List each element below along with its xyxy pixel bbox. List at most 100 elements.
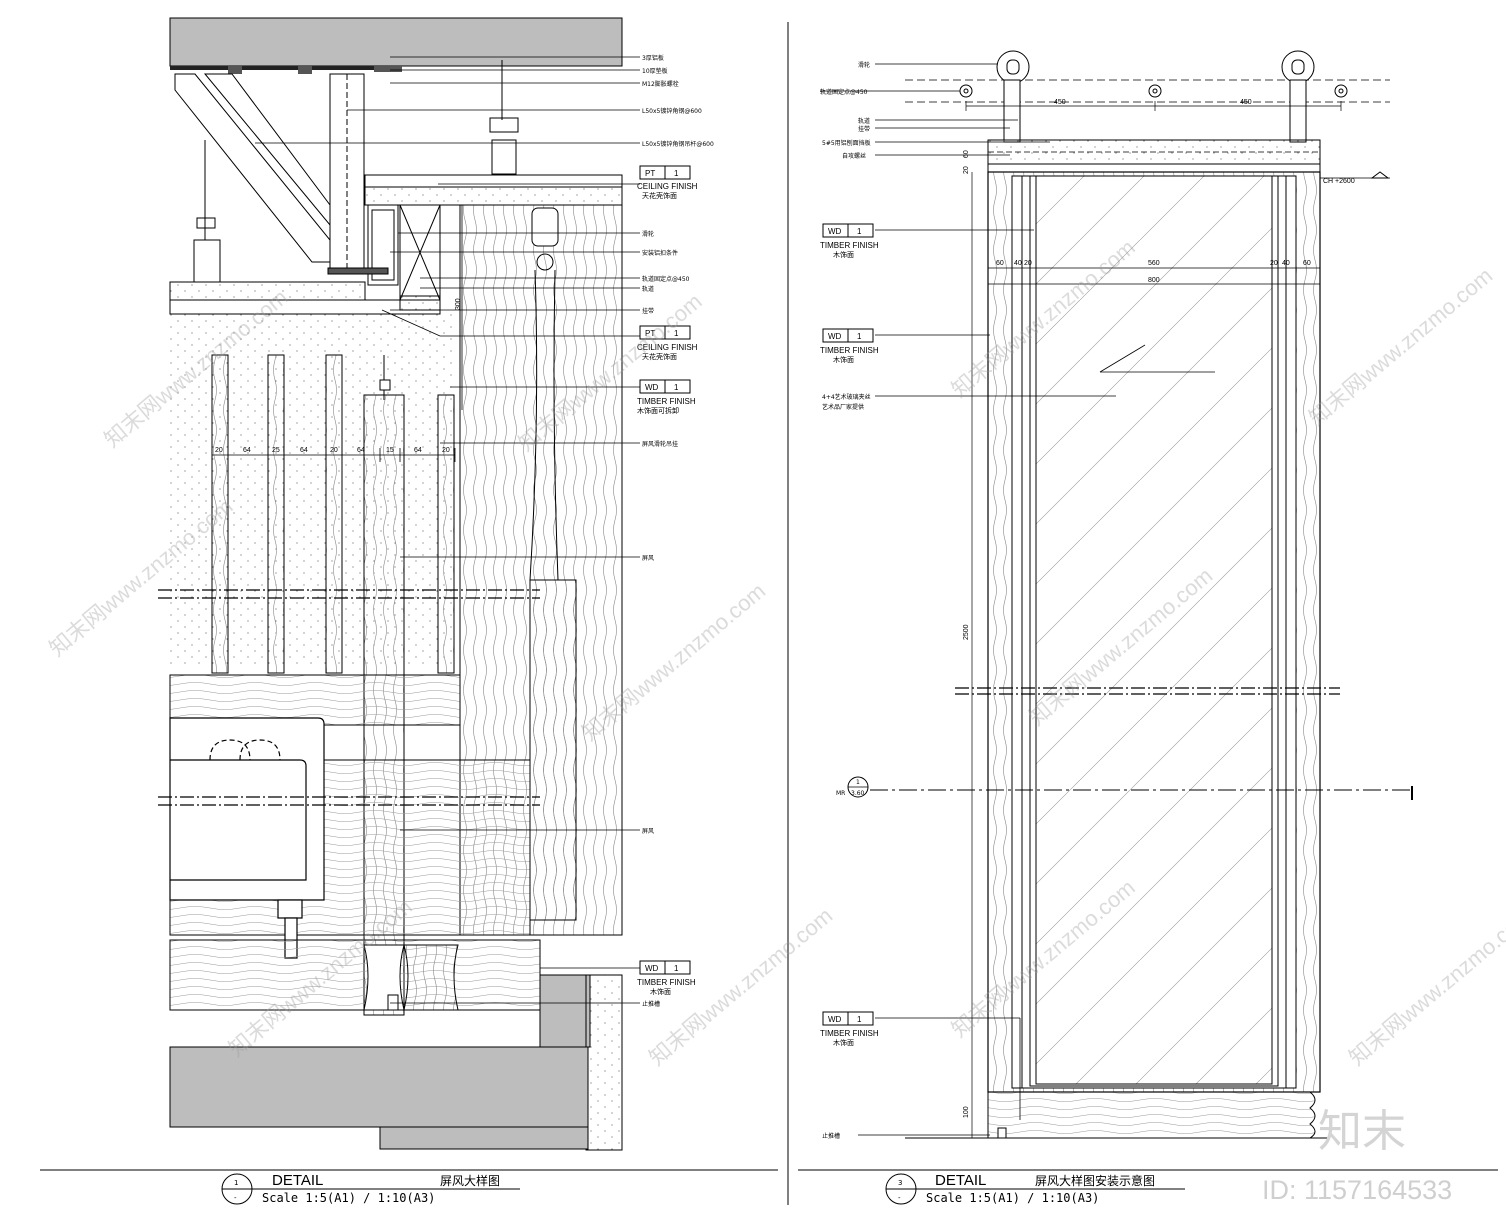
callout-text: 轨道固定点@450: [642, 275, 690, 283]
scale-text: Scale 1:5(A1) / 1:10(A3): [926, 1191, 1099, 1205]
svg-text:1: 1: [857, 227, 862, 236]
svg-text:1: 1: [674, 169, 679, 178]
callout-text: 屏风滑轮吊挂: [642, 440, 678, 448]
right-detail-drawing: 450 450 CH +2600: [820, 50, 1413, 1140]
detail-title: DETAIL: [272, 1172, 323, 1189]
detail-cn-title: 屏风大样图: [440, 1173, 500, 1188]
dim-label: 20: [442, 447, 450, 454]
svg-text:1: 1: [234, 1179, 238, 1187]
dim-overall: 800: [1148, 277, 1160, 284]
dim-label: 100: [963, 1106, 970, 1118]
svg-text:木饰面: 木饰面: [833, 355, 854, 364]
svg-text:-: -: [898, 1194, 901, 1202]
svg-text:PT: PT: [645, 329, 655, 338]
callout-text: 轨道固定点@450: [820, 88, 868, 96]
dim-label: 15: [386, 447, 394, 454]
dim-label: 450: [1054, 99, 1066, 106]
title-block-left: 1 - DETAIL 屏风大样图 Scale 1:5(A1) / 1:10(A3…: [221, 1172, 520, 1205]
dim-label: 20: [1270, 260, 1278, 267]
svg-text:1: 1: [857, 332, 862, 341]
dim-label: 64: [243, 447, 251, 454]
callout-text: 轨道: [858, 117, 870, 125]
callout-text: 止推槽: [822, 1132, 840, 1140]
svg-text:PT: PT: [645, 169, 655, 178]
svg-text:木饰面可拆卸: 木饰面可拆卸: [637, 406, 679, 415]
svg-text:1: 1: [674, 964, 679, 973]
callout-text: 止推槽: [642, 1000, 660, 1008]
svg-text:知末网www.znzmo.com: 知末网www.znzmo.com: [1304, 263, 1497, 431]
svg-text:TIMBER FINISH: TIMBER FINISH: [820, 1029, 879, 1038]
callout-text: 滑轮: [642, 230, 654, 238]
callout-text: 5#5用铝刨面挡板: [822, 139, 871, 147]
dim-label: 20: [1024, 260, 1032, 267]
svg-text:木饰面: 木饰面: [833, 1038, 854, 1047]
dim-label: 25: [272, 447, 280, 454]
svg-text:CEILING FINISH: CEILING FINISH: [637, 182, 698, 191]
svg-text:TIMBER FINISH: TIMBER FINISH: [637, 397, 696, 406]
svg-text:木饰面: 木饰面: [833, 250, 854, 259]
callout-text: 10厚垫板: [642, 67, 668, 75]
svg-text:天花壳饰面: 天花壳饰面: [642, 191, 677, 200]
svg-text:WD: WD: [828, 332, 842, 341]
image-id: ID: 1157164533: [1262, 1175, 1452, 1205]
scale-text: Scale 1:5(A1) / 1:10(A3): [262, 1191, 435, 1205]
brand-logo: 知末: [1318, 1106, 1406, 1157]
callout-text: 自攻螺丝: [842, 152, 866, 160]
material-tag: WD 1 TIMBER FINISH 木饰面: [820, 1011, 879, 1047]
dim-label: 450: [1240, 99, 1252, 106]
callout-text: 屏风: [642, 828, 654, 835]
svg-text:CEILING FINISH: CEILING FINISH: [637, 343, 698, 352]
svg-text:3: 3: [898, 1179, 902, 1187]
callout-text: 安装铝扣条件: [642, 249, 678, 257]
callout-text: 滑轮: [858, 61, 870, 69]
svg-text:1: 1: [857, 1015, 862, 1024]
callout-text: 4+4艺术玻璃夹丝: [822, 393, 871, 401]
svg-text:WD: WD: [828, 1015, 842, 1024]
svg-text:-: -: [234, 1194, 237, 1202]
ch-level-label: CH +2600: [1323, 178, 1355, 185]
svg-text:知末网www.znzmo.com: 知末网www.znzmo.com: [1344, 903, 1506, 1071]
callout-text: L50x5镀锌角钢@600: [642, 107, 702, 115]
callout-text: M12膨胀螺栓: [642, 80, 679, 88]
dim-label: 560: [1148, 260, 1160, 267]
svg-text:1: 1: [674, 329, 679, 338]
svg-text:TIMBER FINISH: TIMBER FINISH: [820, 346, 879, 355]
callout-text: L50x5镀锌角钢吊杆@600: [642, 140, 714, 148]
material-tag: WD 1 TIMBER FINISH 木饰面: [820, 328, 879, 364]
svg-text:WD: WD: [645, 964, 659, 973]
svg-text:TIMBER FINISH: TIMBER FINISH: [820, 241, 879, 250]
material-tag: PT 1 CEILING FINISH 天花壳饰面: [637, 325, 698, 361]
section-marker: 1 3.60 MR: [836, 776, 869, 798]
dim-label: 20: [963, 166, 970, 174]
svg-text:MR: MR: [836, 790, 845, 797]
dim-label: 20: [215, 447, 223, 454]
callout-text: 轨道: [642, 285, 654, 293]
dim-label: 64: [414, 447, 422, 454]
svg-text:天花壳饰面: 天花壳饰面: [642, 352, 677, 361]
dim-label: 64: [357, 447, 365, 454]
detail-cn-title: 屏风大样图安装示意图: [1035, 1173, 1155, 1188]
material-tag: WD 1 TIMBER FINISH 木饰面可拆卸: [637, 379, 696, 415]
dim-label: 40: [1282, 260, 1290, 267]
svg-text:1: 1: [856, 779, 860, 786]
svg-text:WD: WD: [645, 383, 659, 392]
dim-label: 60: [963, 150, 970, 158]
material-tag: PT 1 CEILING FINISH 天花壳饰面: [637, 165, 698, 200]
callout-text: 挂带: [642, 307, 654, 315]
svg-text:WD: WD: [828, 227, 842, 236]
detail-title: DETAIL: [935, 1172, 986, 1189]
dim-label: 64: [300, 447, 308, 454]
dim-label: 40: [1014, 260, 1022, 267]
svg-text:TIMBER FINISH: TIMBER FINISH: [637, 978, 696, 987]
dim-vertical: 300: [455, 298, 462, 310]
material-tag: WD 1 TIMBER FINISH 木饰面: [820, 223, 879, 259]
dim-height: 2500: [963, 624, 970, 640]
dim-label: 60: [996, 260, 1004, 267]
svg-text:3.60: 3.60: [851, 790, 865, 797]
callout-text: 艺术品厂家提供: [822, 403, 864, 411]
title-block-right: 3 - DETAIL 屏风大样图安装示意图 Scale 1:5(A1) / 1:…: [885, 1172, 1185, 1205]
left-detail-drawing: 20 64 25 64 20 64 15 64 20 300: [158, 17, 714, 1151]
callout-text: 屏风: [642, 555, 654, 562]
callout-text: 3厚铝板: [642, 54, 664, 62]
